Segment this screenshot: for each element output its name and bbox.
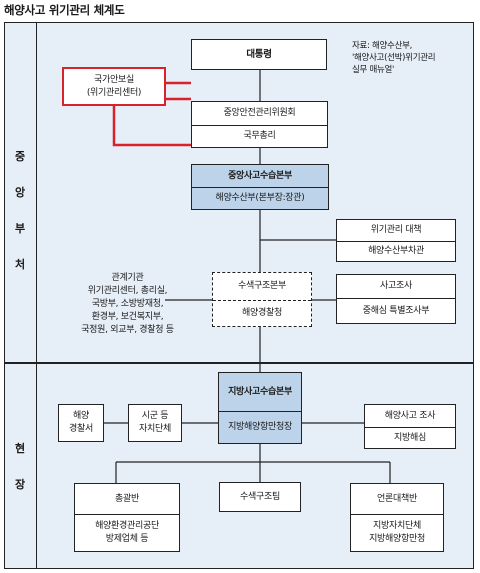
nsc-box: 국가안보실 (위기관리센터)	[62, 67, 166, 106]
general-team-sub: 해양환경관리공단 방제업체 등	[95, 521, 159, 544]
rescue-hq-title: 수색구조본부	[213, 273, 311, 301]
crisis-sub: 해양수산부차관	[368, 246, 424, 256]
local-hq-box: 지방사고수습본부 지방해양항만청장	[218, 372, 302, 444]
general-team-box: 총괄반 해양환경관리공단 방제업체 등	[74, 483, 180, 552]
rescue-hq-box: 수색구조본부 해양경찰청	[212, 272, 312, 327]
crisis-title: 위기관리 대책	[337, 220, 455, 242]
prime-minister-label: 국무총리	[243, 131, 276, 141]
side-label-central: 중 앙 부 처	[14, 150, 26, 271]
field-investigation-box: 해양사고 조사 지방해심	[364, 404, 456, 449]
rescue-hq-sub: 해양경찰청	[242, 308, 282, 318]
field-investigation-sub: 지방해심	[394, 432, 426, 443]
investigation-box: 사고조사 중해심 특별조사부	[336, 274, 456, 324]
nsc-title: 국가안보실	[94, 74, 134, 85]
safety-committee-box: 중앙안전관리위원회 국무총리	[191, 101, 328, 148]
local-hq-title: 지방사고수습본부	[219, 373, 301, 412]
press-team-sub: 지방자치단체 지방해양항만청	[369, 521, 425, 544]
rescue-team-box: 수색구조팀	[219, 482, 301, 512]
local-hq-sub: 지방해양항만청장	[228, 422, 292, 432]
investigation-sub: 중해심 특별조사부	[362, 305, 430, 316]
page-title: 해양사고 위기관리 체계도	[4, 3, 125, 17]
central-hq-sub: 해양수산부(본부장:장관)	[215, 193, 305, 203]
central-hq-box: 중앙사고수습본부 해양수산부(본부장:장관)	[191, 164, 329, 210]
side-label-field: 현 장	[14, 442, 26, 491]
field-investigation-title: 해양사고 조사	[365, 405, 455, 428]
general-team-title: 총괄반	[75, 484, 179, 515]
press-team-title: 언론대책반	[351, 484, 443, 515]
central-hq-title: 중앙사고수습본부	[192, 165, 328, 188]
safety-committee-label: 중앙안전관리위원회	[192, 102, 327, 126]
local-gov-box: 시군 등 자치단체	[128, 404, 182, 442]
related-agencies-text: 관계기관 위기관리센터, 총리실, 국방부, 소방방재청, 환경부, 보건복지부…	[81, 273, 174, 335]
investigation-title: 사고조사	[337, 275, 455, 299]
crisis-box: 위기관리 대책 해양수산부차관	[336, 219, 456, 262]
president-box: 대통령	[191, 39, 327, 70]
source-note: 자료: 해양수산부, '해양사고(선박)위기관리 실무 매뉴얼'	[352, 41, 436, 75]
nsc-subtitle: (위기관리센터)	[86, 87, 142, 98]
press-team-box: 언론대책반 지방자치단체 지방해양항만청	[350, 483, 444, 552]
side-divider	[36, 22, 38, 569]
coast-guard-box: 해양 경찰서	[58, 404, 104, 442]
